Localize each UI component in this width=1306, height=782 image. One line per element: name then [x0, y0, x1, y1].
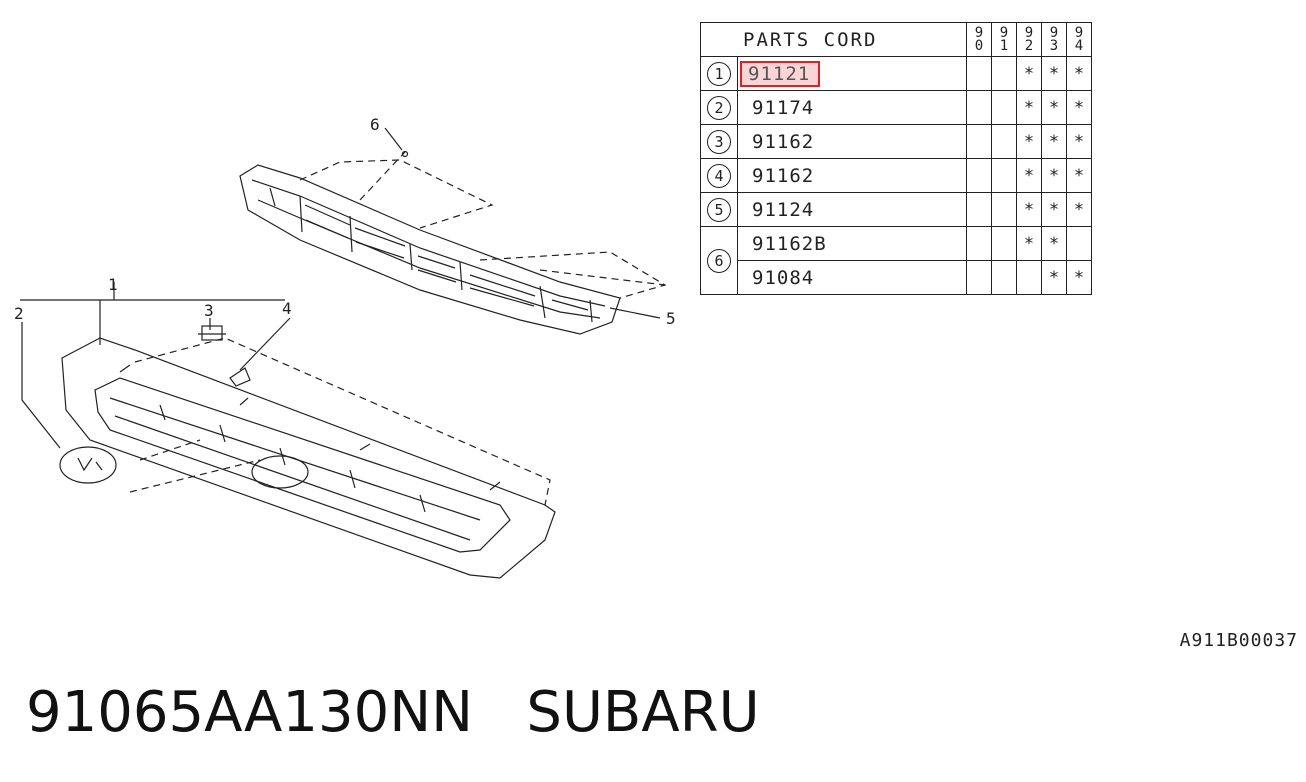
fitment-mark [991, 226, 1017, 261]
callout-3: 3 [204, 301, 214, 320]
fitment-mark: * [1016, 124, 1042, 159]
row-index: 5 [707, 197, 731, 222]
fitment-mark: * [1066, 124, 1092, 159]
fitment-mark [991, 56, 1017, 91]
upper-grille-drawing [239, 164, 621, 335]
fitment-mark: * [1066, 192, 1092, 227]
upper-grille-leaders [299, 151, 667, 299]
fitment-mark [966, 124, 992, 159]
fitment-mark: * [1041, 124, 1067, 159]
lower-grille-drawing [61, 337, 556, 579]
row-index: 6 [707, 248, 731, 273]
fitment-mark: * [1041, 90, 1067, 125]
table-row: 1 91121 * * * [700, 56, 1092, 91]
row-index: 4 [707, 163, 731, 188]
fitment-mark: * [1041, 192, 1067, 227]
row-index: 3 [707, 129, 731, 154]
row-index: 1 [707, 61, 731, 86]
fitment-mark: * [1016, 158, 1042, 193]
callout-4: 4 [282, 299, 292, 318]
table-row: 4 91162 * * * [700, 158, 1092, 193]
fitment-mark: * [1041, 260, 1067, 295]
fitment-mark [991, 158, 1017, 193]
part-code[interactable]: 91084 [737, 260, 967, 295]
parts-diagram: 1 2 3 4 5 6 [14, 115, 676, 579]
fitment-mark [1016, 260, 1042, 295]
fitment-mark: * [1016, 56, 1042, 91]
part-code[interactable]: 91162 [737, 124, 967, 159]
callout-5: 5 [666, 309, 676, 328]
fitment-mark: * [1066, 56, 1092, 91]
parts-cord-header: PARTS CORD [700, 22, 967, 57]
fitment-mark [991, 260, 1017, 295]
fitment-mark: * [1066, 260, 1092, 295]
part-code[interactable]: 91124 [737, 192, 967, 227]
callout-2: 2 [14, 304, 24, 323]
fitment-mark: * [1041, 56, 1067, 91]
fitment-mark [991, 90, 1017, 125]
table-row: 91084 * * [701, 260, 1092, 295]
fitment-mark: * [1041, 226, 1067, 261]
table-row: 3 91162 * * * [700, 124, 1092, 159]
table-row: 6 91162B * * [700, 226, 1092, 295]
row-index: 2 [707, 95, 731, 120]
fitment-mark: * [1016, 192, 1042, 227]
callout-1: 1 [108, 275, 118, 294]
callout-6: 6 [370, 115, 380, 134]
fitment-mark [966, 158, 992, 193]
fitment-mark: * [1066, 158, 1092, 193]
fitment-mark [966, 56, 992, 91]
fitment-mark: * [1066, 90, 1092, 125]
fitment-mark [991, 124, 1017, 159]
fitment-mark: * [1041, 158, 1067, 193]
part-caption: 91065AA130NN SUBARU [26, 680, 760, 745]
table-row: 5 91124 * * * [700, 192, 1092, 227]
fitment-mark [966, 226, 992, 261]
fitment-mark: * [1016, 226, 1042, 261]
fitment-mark: * [1016, 90, 1042, 125]
fitment-mark [966, 90, 992, 125]
catalog-number: A911B00037 [1179, 630, 1298, 651]
fitment-mark [966, 260, 992, 295]
part-code[interactable]: 91162 [737, 158, 967, 193]
lower-grille-leaders [129, 337, 551, 506]
fitment-mark [991, 192, 1017, 227]
part-code[interactable]: 91162B [737, 226, 967, 261]
highlighted-part-code[interactable]: 91121 [740, 60, 821, 87]
fitment-mark [966, 192, 992, 227]
table-row: 2 91174 * * * [700, 90, 1092, 125]
fitment-mark [1066, 226, 1092, 261]
part-code[interactable]: 91174 [737, 90, 967, 125]
